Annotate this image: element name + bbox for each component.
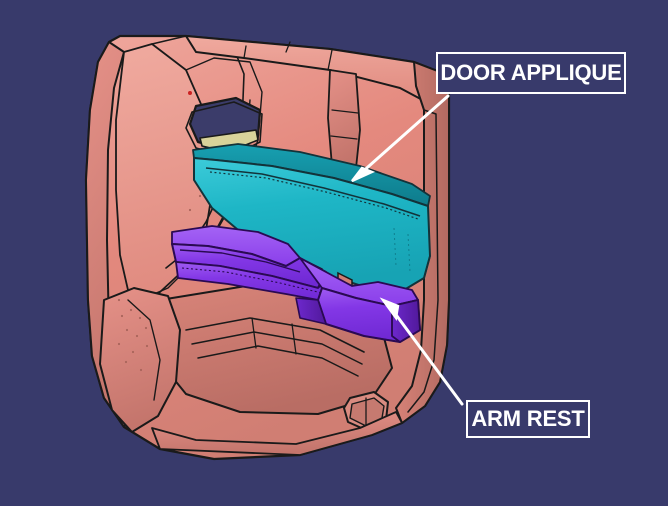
leader-line-door-applique	[358, 94, 450, 176]
door-texture-dots	[117, 194, 214, 372]
door-header-crease-1	[243, 45, 247, 59]
callout-arm-rest-label: ARM REST	[471, 406, 585, 431]
door-bottom-rail	[151, 411, 403, 456]
callout-leader-arrows	[351, 94, 464, 406]
callout-door-applique-label: DOOR APPLIQUE	[440, 60, 622, 85]
applique-right-detail-2	[407, 233, 411, 273]
door-pocket-lip-2	[191, 331, 363, 365]
armrest-block-bottom-edge	[325, 323, 401, 343]
leader-line-arm-rest	[389, 306, 464, 406]
door-pocket-lip-3	[197, 345, 359, 377]
arm-rest-part	[171, 225, 421, 343]
door-applique-part	[192, 143, 431, 291]
door-grab-strap-line-1	[331, 109, 359, 114]
armrest-lower-shadow	[295, 297, 327, 325]
door-right-edge-inner	[407, 109, 439, 413]
callout-door-applique: DOOR APPLIQUE	[436, 52, 626, 94]
callout-arm-rest: ARM REST	[466, 400, 590, 438]
door-header-crease-2	[285, 41, 291, 53]
door-header-crease-3	[327, 49, 333, 71]
door-pocket-lip-1	[185, 317, 365, 353]
applique-inner-crease	[205, 167, 421, 217]
arrow-head-door-applique	[351, 166, 376, 183]
door-grab-strap-line-2	[330, 135, 358, 140]
door-lower-bolster	[99, 287, 181, 433]
arrow-head-arm-rest	[379, 297, 400, 322]
datum-point-marker	[188, 91, 192, 95]
applique-right-detail-1	[393, 227, 397, 267]
door-trim-carrier	[84, 34, 451, 461]
applique-lower-edge	[403, 255, 431, 291]
applique-stitch-line	[209, 171, 419, 220]
armrest-mid-stitch	[181, 267, 327, 295]
door-pocket-seam-2	[291, 323, 297, 355]
door-pocket-seam-1	[251, 317, 257, 349]
door-grab-strap	[327, 69, 361, 169]
door-lower-bolster-crease	[127, 299, 161, 401]
armrest-upper-pad-crease	[179, 249, 301, 273]
